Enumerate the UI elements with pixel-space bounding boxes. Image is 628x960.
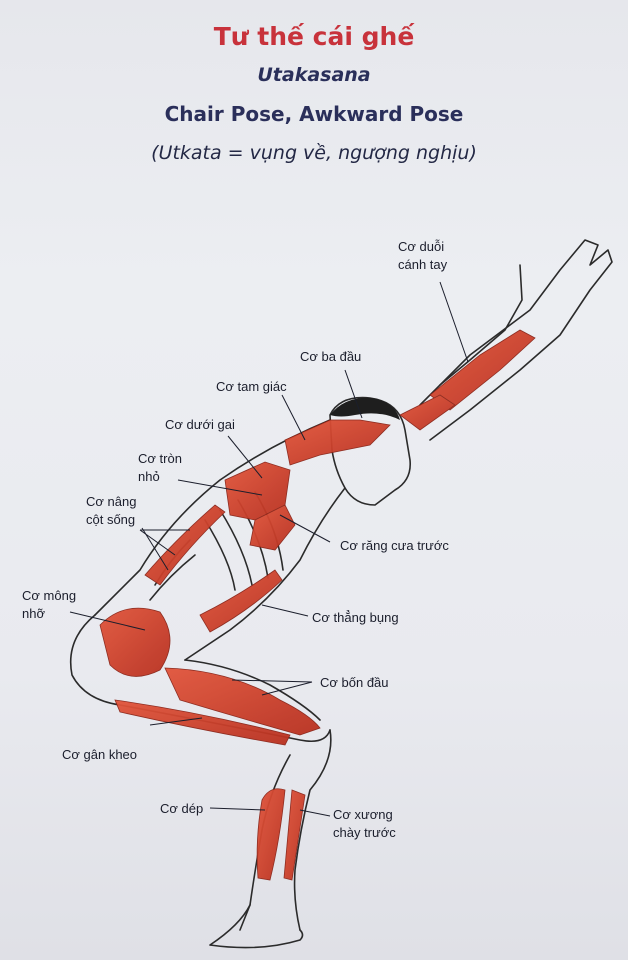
serratus-muscle	[249, 504, 296, 551]
deltoid-muscle	[284, 419, 391, 466]
label-serratus: Cơ răng cưa trước	[340, 538, 449, 553]
body-outline	[69, 239, 613, 949]
hamstring-muscle	[114, 699, 291, 746]
label-quadriceps: Cơ bốn đầu	[320, 675, 389, 690]
label-tibialis: Cơ xương chày trước	[333, 807, 396, 840]
name-meaning: (Utkata = vụng về, ngượng nghịu)	[151, 142, 477, 164]
tibialis-muscle	[283, 789, 306, 881]
english-name: Chair Pose, Awkward Pose	[164, 102, 464, 126]
label-gluteus: Cơ mông nhỡ	[22, 588, 77, 621]
upper-arm-muscle	[399, 394, 456, 431]
sanskrit-name: Utakasana	[257, 64, 371, 86]
label-teres-minor: Cơ tròn nhỏ	[138, 451, 182, 484]
label-biceps: Cơ ba đầu	[300, 349, 362, 364]
pose-title: Tư thế cái ghế	[213, 22, 415, 51]
gluteus-muscle	[99, 607, 171, 677]
label-deltoid: Cơ tam giác	[216, 379, 287, 394]
arm-extensor-muscle	[429, 329, 536, 411]
quadriceps-muscle	[164, 667, 321, 736]
label-infraspinatus: Cơ dưới gai	[165, 417, 235, 432]
soleus-muscle	[256, 788, 286, 881]
label-hamstring: Cơ gân kheo	[62, 747, 138, 762]
label-rectus-abdominis: Cơ thẳng bụng	[312, 610, 399, 625]
hair	[330, 397, 400, 420]
label-soleus: Cơ dép	[160, 801, 204, 816]
rectus-abdominis-muscle	[199, 569, 283, 633]
label-erector-spinae: Cơ nâng cột sống	[86, 494, 137, 527]
leader-lines	[69, 281, 469, 817]
label-arm-extensor: Cơ duỗi cánh tay	[398, 239, 448, 272]
muscles	[99, 329, 536, 881]
